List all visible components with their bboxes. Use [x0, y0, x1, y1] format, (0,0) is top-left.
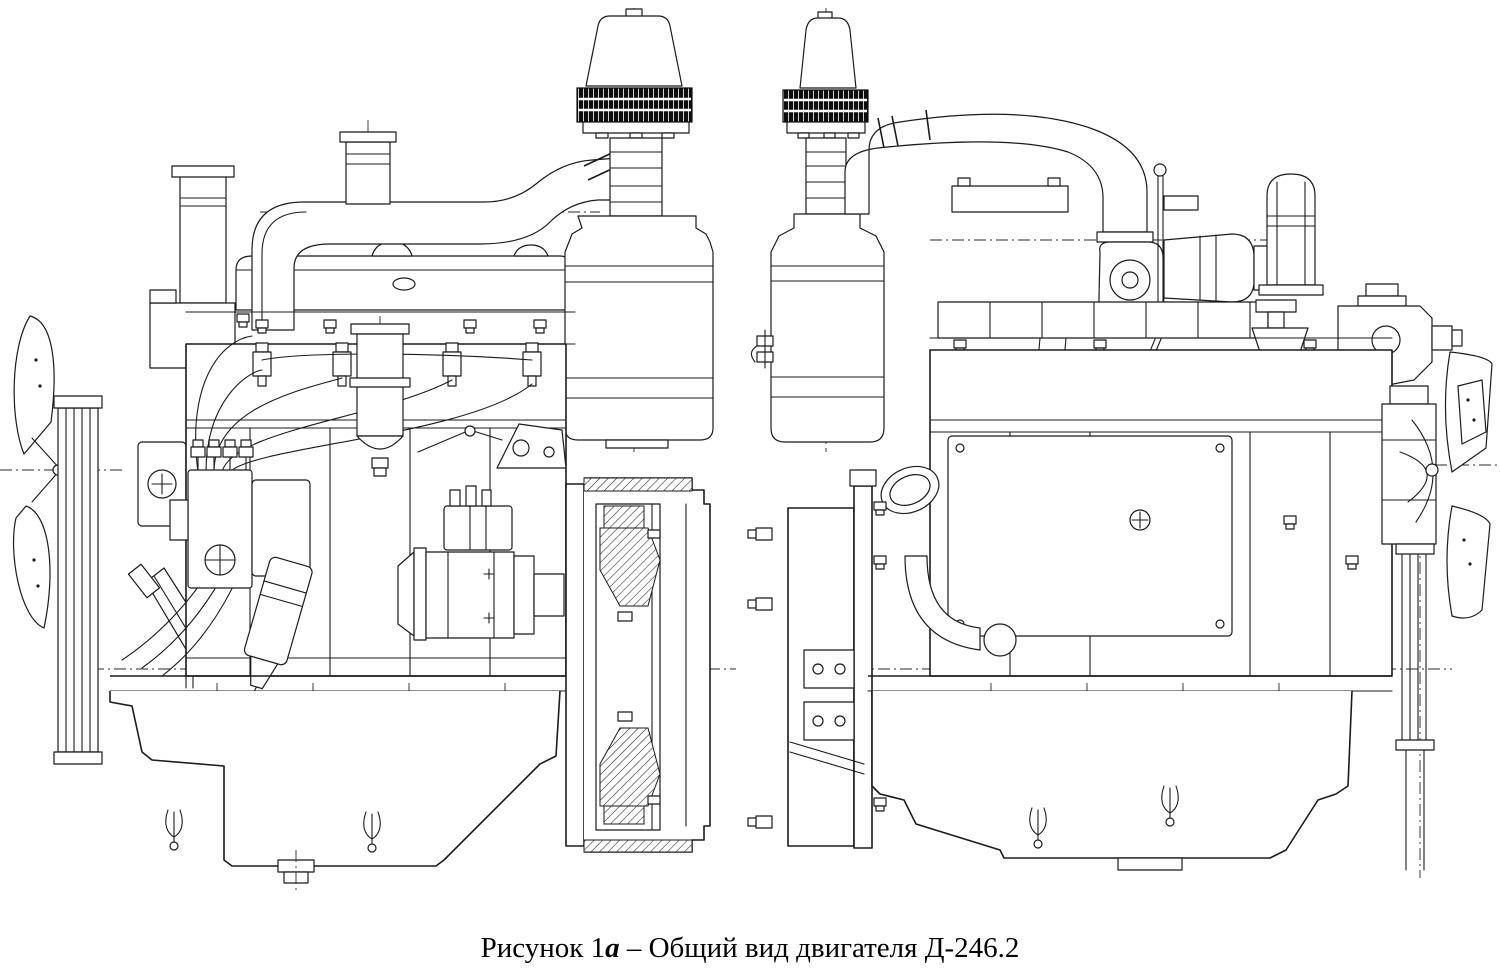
right-air-cleaner-mesh [783, 90, 868, 122]
left-starter [398, 486, 564, 640]
left-ring-gear-top [604, 506, 644, 528]
right-water-inlet-elbow [905, 556, 980, 650]
left-fuel-filter [350, 324, 410, 476]
left-crank-pulley [54, 396, 102, 764]
right-engine-view [748, 8, 1500, 878]
right-oil-filter [874, 458, 947, 523]
figure-caption: Рисунок 1а – Общий вид двигателя Д-246.2 [0, 932, 1500, 965]
left-air-cleaner [565, 9, 713, 448]
right-air-cleaner [751, 12, 884, 442]
right-oil-pan [872, 691, 1352, 870]
left-intake-pipe [252, 132, 620, 330]
right-oil-filler [1252, 300, 1308, 352]
right-water-outlet [1259, 174, 1323, 295]
left-starter-solenoid [444, 506, 512, 550]
right-engine-block [874, 350, 1392, 676]
caption-prefix: Рисунок 1 [480, 932, 606, 964]
left-flywheel [566, 478, 710, 852]
left-engine-view [0, 8, 736, 894]
right-turbine-housing [1164, 234, 1254, 302]
right-mounting-plate [748, 470, 887, 848]
right-intake-hose [845, 110, 1153, 242]
left-air-cleaner-body [565, 216, 713, 440]
caption-figure-letter: а [605, 932, 620, 964]
right-side-cover [948, 436, 1232, 636]
right-fan [1400, 352, 1492, 618]
left-water-outlet [150, 166, 250, 368]
left-oil-pan [110, 691, 560, 894]
caption-text: – Общий вид двигателя Д-246.2 [619, 932, 1020, 964]
left-air-cleaner-mesh [577, 88, 692, 122]
right-air-cleaner-body [771, 214, 884, 442]
right-fan-pulley [1396, 544, 1434, 870]
